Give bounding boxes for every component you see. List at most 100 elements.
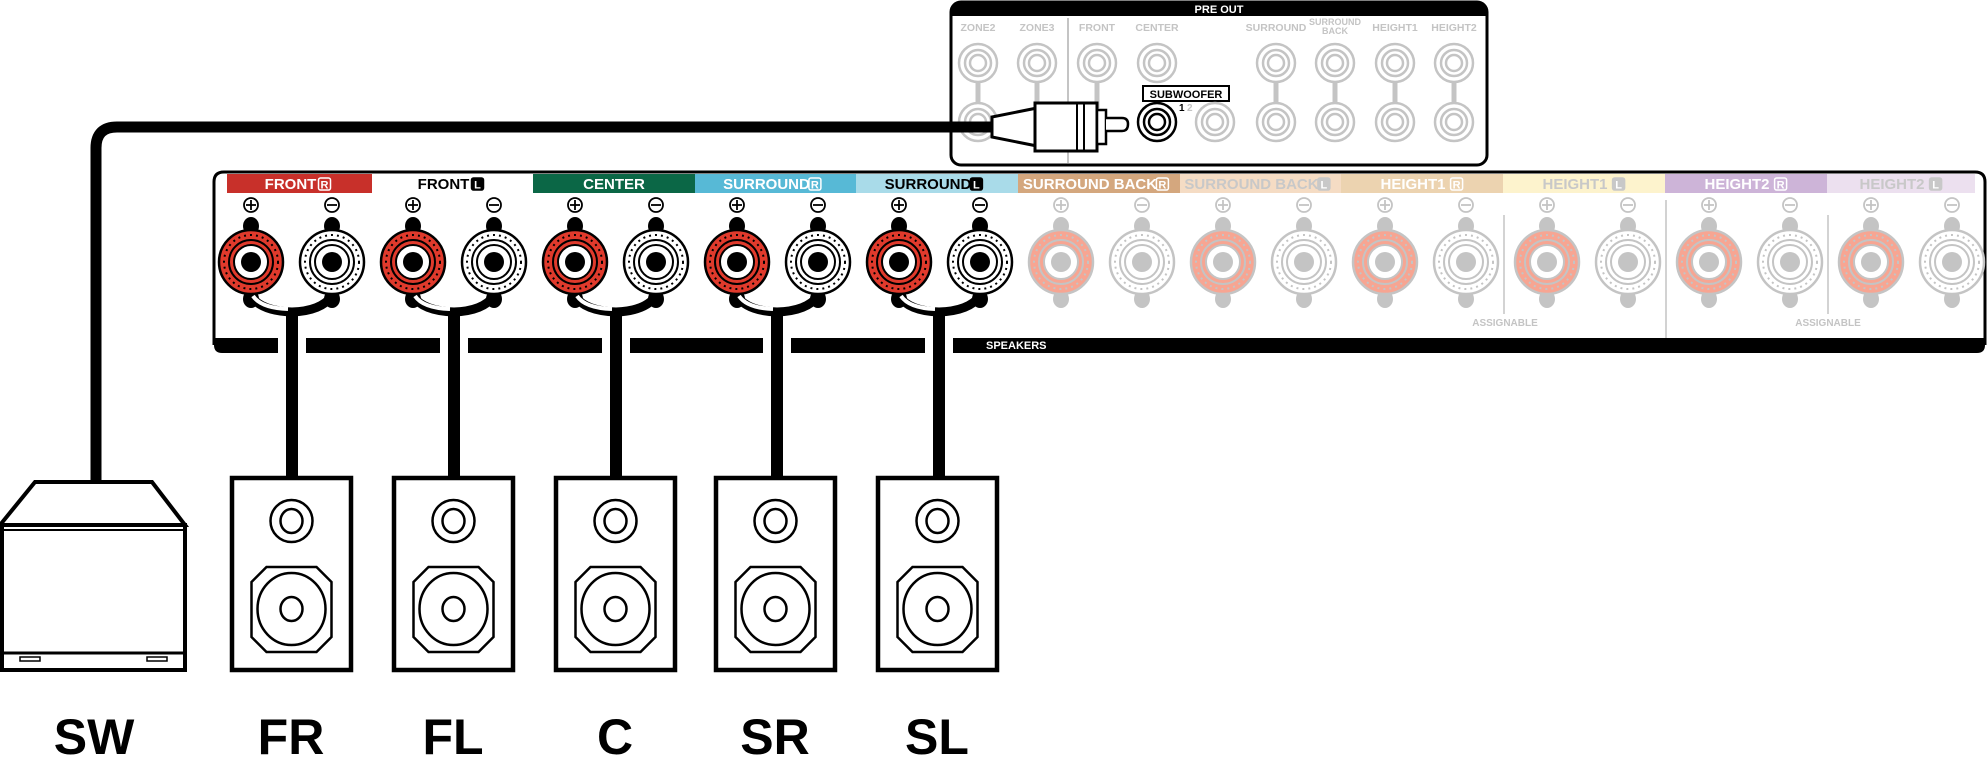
band-surround-back-r-side-badge: [1155, 177, 1170, 191]
subwoofer-foot: [146, 656, 168, 662]
band-height1-l-side: L: [1615, 180, 1622, 192]
minus-icon: [648, 197, 664, 213]
band-surround-l-side-badge: [969, 177, 984, 191]
minus-icon: [810, 197, 826, 213]
speaker-label-fl: FL: [422, 709, 483, 765]
minus-icon: [486, 197, 502, 213]
pre-out-jack-height1-1[interactable]: [1374, 42, 1416, 84]
terminal-height1-r-minus[interactable]: [1432, 197, 1500, 308]
plus-icon: [1701, 197, 1717, 213]
terminal-height2-l-minus[interactable]: [1918, 197, 1986, 308]
speaker-fl[interactable]: [391, 475, 516, 673]
subwoofer-jack-2[interactable]: [1194, 101, 1236, 143]
band-front-l-label: FRONT: [418, 176, 470, 193]
terminal-surround-l-minus[interactable]: [946, 197, 1014, 308]
band-front-l: [372, 174, 533, 193]
minus-icon: [972, 197, 988, 213]
plus-icon: [1539, 197, 1555, 213]
speaker-label-sr: SR: [740, 709, 809, 765]
pre-out-label-front: FRONT: [1079, 22, 1116, 34]
minus-icon: [1944, 197, 1960, 213]
terminal-center-plus[interactable]: [541, 197, 609, 308]
band-front-l-side: L: [474, 180, 481, 192]
speaker-fr[interactable]: [229, 475, 354, 673]
band-front-r-label: FRONT: [265, 176, 317, 193]
subwoofer-jack-1[interactable]: [1136, 101, 1178, 143]
pre-out-jack-height2-2[interactable]: [1433, 101, 1475, 143]
pre-out-jack-height2-1[interactable]: [1433, 42, 1475, 84]
pre-out-jack-surround-1[interactable]: [1255, 42, 1297, 84]
band-height1-r-label: HEIGHT1: [1380, 176, 1445, 193]
speaker-panel-bottom-strip: [214, 338, 1985, 353]
pre-out-jack-link: [1392, 78, 1398, 108]
pre-out-jack-zone2-1[interactable]: [957, 42, 999, 84]
rca-plug[interactable]: [990, 101, 1130, 153]
speaker-wire-fork-highlight: [413, 294, 451, 311]
plus-icon: [1863, 197, 1879, 213]
minus-icon: [1620, 197, 1636, 213]
terminal-center-minus[interactable]: [622, 197, 690, 308]
pre-out-label-height1: HEIGHT1: [1372, 22, 1418, 34]
terminal-surround-r-plus[interactable]: [703, 197, 771, 308]
terminal-height1-l-plus[interactable]: [1513, 197, 1581, 308]
terminal-front-l-plus[interactable]: [379, 197, 447, 308]
pre-out-jack-link: [1451, 78, 1457, 108]
subwoofer-foot: [19, 656, 41, 662]
terminal-front-r-plus[interactable]: [217, 197, 285, 308]
pre-out-label-zone2: ZONE2: [960, 22, 995, 34]
speaker-sw[interactable]: [0, 480, 190, 672]
speaker-sr[interactable]: [713, 475, 838, 673]
minus-icon: [1296, 197, 1312, 213]
plus-icon: [1215, 197, 1231, 213]
terminal-height1-l-minus[interactable]: [1594, 197, 1662, 308]
pre-out-jack-surround-2[interactable]: [1255, 101, 1297, 143]
band-front-r-side-badge: [317, 177, 332, 191]
terminal-surround-back-r-minus[interactable]: [1108, 197, 1176, 308]
pre-out-jack-zone3-1[interactable]: [1016, 42, 1058, 84]
terminal-surround-back-l-minus[interactable]: [1270, 197, 1338, 308]
pre-out-jack-link: [975, 78, 981, 108]
plus-icon: [1053, 197, 1069, 213]
assignable-label-height1: ASSIGNABLE: [1472, 318, 1538, 329]
speaker-wire-fr: [286, 311, 298, 478]
minus-icon: [1458, 197, 1474, 213]
plus-icon: [567, 197, 583, 213]
plus-icon: [243, 197, 259, 213]
terminal-front-l-minus[interactable]: [460, 197, 528, 308]
terminal-surround-r-minus[interactable]: [784, 197, 852, 308]
band-height1-l-label: HEIGHT1: [1542, 176, 1607, 193]
band-surround-back-l-side-badge: [1317, 177, 1331, 191]
pre-out-label-surround: SURROUND: [1246, 22, 1307, 34]
pre-out-jack-surround-back-1[interactable]: [1314, 42, 1356, 84]
pre-out-jack-surround-back-2[interactable]: [1314, 101, 1356, 143]
band-front-l-side-badge: [470, 177, 485, 191]
band-height1-r-side: R: [1453, 180, 1461, 192]
band-surround-r-label: SURROUND: [723, 176, 810, 193]
band-height2-r-label: HEIGHT2: [1704, 176, 1769, 193]
speakers-panel-title: SPEAKERS: [986, 340, 1047, 352]
pre-out-label-surround-back: SURROUND: [1309, 17, 1362, 27]
pre-out-jack-center-1[interactable]: [1136, 42, 1178, 84]
terminal-height2-r-plus[interactable]: [1675, 197, 1743, 308]
speaker-wire-fork-highlight: [251, 294, 289, 311]
terminal-height2-r-minus[interactable]: [1756, 197, 1824, 308]
terminal-height2-l-plus[interactable]: [1837, 197, 1905, 308]
pre-out-jack-height1-2[interactable]: [1374, 101, 1416, 143]
speaker-c[interactable]: [553, 475, 678, 673]
speaker-sl[interactable]: [875, 475, 1000, 673]
terminal-height1-r-plus[interactable]: [1351, 197, 1419, 308]
pre-out-label-height2: HEIGHT2: [1431, 22, 1477, 34]
terminal-surround-back-l-plus[interactable]: [1189, 197, 1257, 308]
pre-out-label-surround-back-2: BACK: [1322, 26, 1348, 36]
minus-icon: [324, 197, 340, 213]
band-height1-l-side-badge: [1611, 177, 1626, 191]
pre-out-jack-link: [1034, 78, 1040, 108]
terminal-surround-back-r-plus[interactable]: [1027, 197, 1095, 308]
band-height2-l-side: L: [1932, 180, 1939, 192]
pre-out-jack-front-1[interactable]: [1076, 42, 1118, 84]
band-front-r-side: R: [321, 180, 329, 192]
subwoofer-label: SUBWOOFER: [1150, 89, 1223, 101]
subwoofer-cable: [90, 121, 1000, 482]
